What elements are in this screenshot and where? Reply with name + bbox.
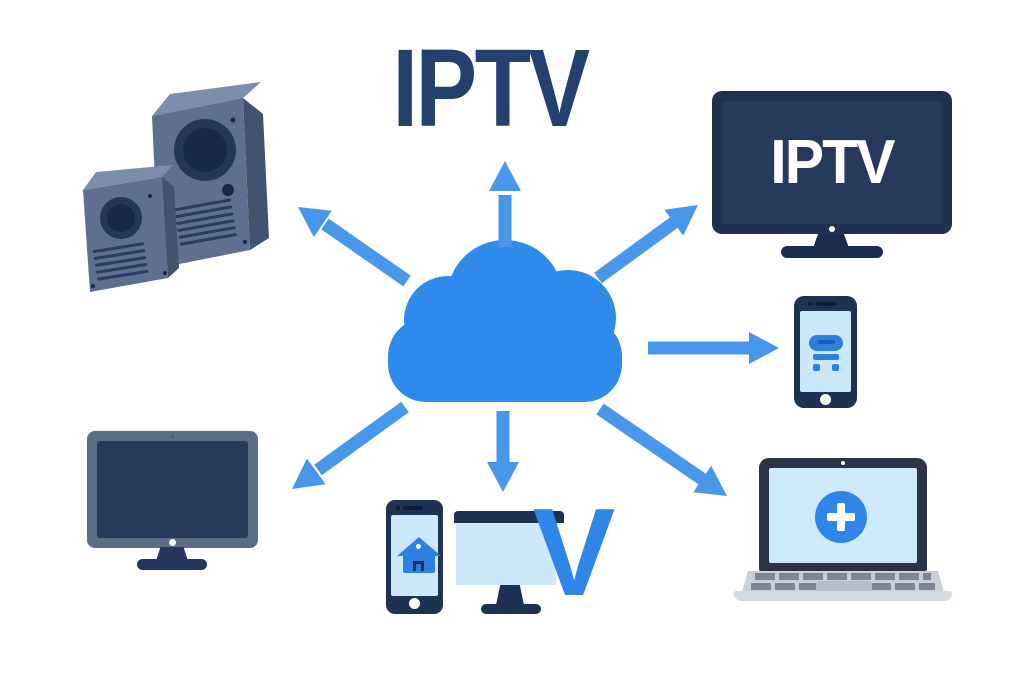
arrow-upper-left-icon bbox=[298, 207, 411, 287]
v-letter: V bbox=[532, 484, 616, 622]
cast-monitor-topbar bbox=[454, 511, 564, 523]
vent-grille bbox=[173, 198, 237, 246]
arrow-lower-left-icon bbox=[292, 401, 409, 489]
tv-screen-label: IPTV bbox=[770, 128, 895, 197]
arrow-right-icon bbox=[648, 332, 779, 364]
house-body bbox=[403, 556, 435, 573]
tv-base bbox=[781, 246, 883, 258]
laptop-base-lip bbox=[734, 591, 952, 601]
tv-power-led bbox=[829, 226, 835, 232]
cast-monitor-stand bbox=[496, 585, 524, 605]
server-stack-icon bbox=[83, 82, 269, 292]
arrow-lower-right-icon bbox=[596, 403, 727, 496]
laptop-key-row bbox=[755, 573, 931, 580]
monitor-camera bbox=[171, 435, 174, 438]
arrow-upper-right-icon bbox=[594, 205, 698, 284]
smartphone-camera bbox=[808, 302, 812, 306]
server-small bbox=[83, 165, 179, 292]
monitor-power-led bbox=[169, 539, 176, 546]
monitor-stand bbox=[156, 547, 188, 561]
arrow-up-icon bbox=[489, 161, 521, 247]
laptop-camera bbox=[841, 461, 845, 465]
cast-phone-camera bbox=[396, 506, 400, 510]
house-door bbox=[413, 561, 424, 571]
stream-menu-slot bbox=[818, 340, 835, 344]
smartphone-home-button bbox=[820, 394, 831, 405]
smartphone-speaker bbox=[816, 302, 836, 306]
stream-menu-square bbox=[813, 364, 820, 371]
vent-grille bbox=[92, 242, 149, 281]
stream-menu-bar bbox=[813, 354, 839, 360]
monitor-base bbox=[137, 559, 207, 570]
laptop-trackpad bbox=[816, 581, 872, 592]
cast-monitor-base bbox=[481, 604, 541, 614]
house-roof-dot bbox=[416, 544, 421, 549]
server-large bbox=[152, 82, 269, 268]
smartphone-screen bbox=[800, 311, 851, 392]
page-title: IPTV bbox=[392, 27, 590, 150]
arrow-down-icon bbox=[487, 411, 519, 492]
plus-vertical-bar bbox=[837, 503, 845, 531]
tv-stand bbox=[813, 234, 849, 248]
tv-screen: IPTV bbox=[722, 101, 942, 224]
stream-menu-square bbox=[832, 364, 839, 371]
cast-monitor-screen bbox=[456, 523, 556, 585]
monitor-screen bbox=[97, 441, 248, 538]
cast-phone-home-button bbox=[409, 598, 420, 609]
arrow-layer bbox=[292, 161, 779, 496]
cloud-icon bbox=[388, 240, 622, 402]
cast-phone-speaker bbox=[403, 506, 423, 510]
